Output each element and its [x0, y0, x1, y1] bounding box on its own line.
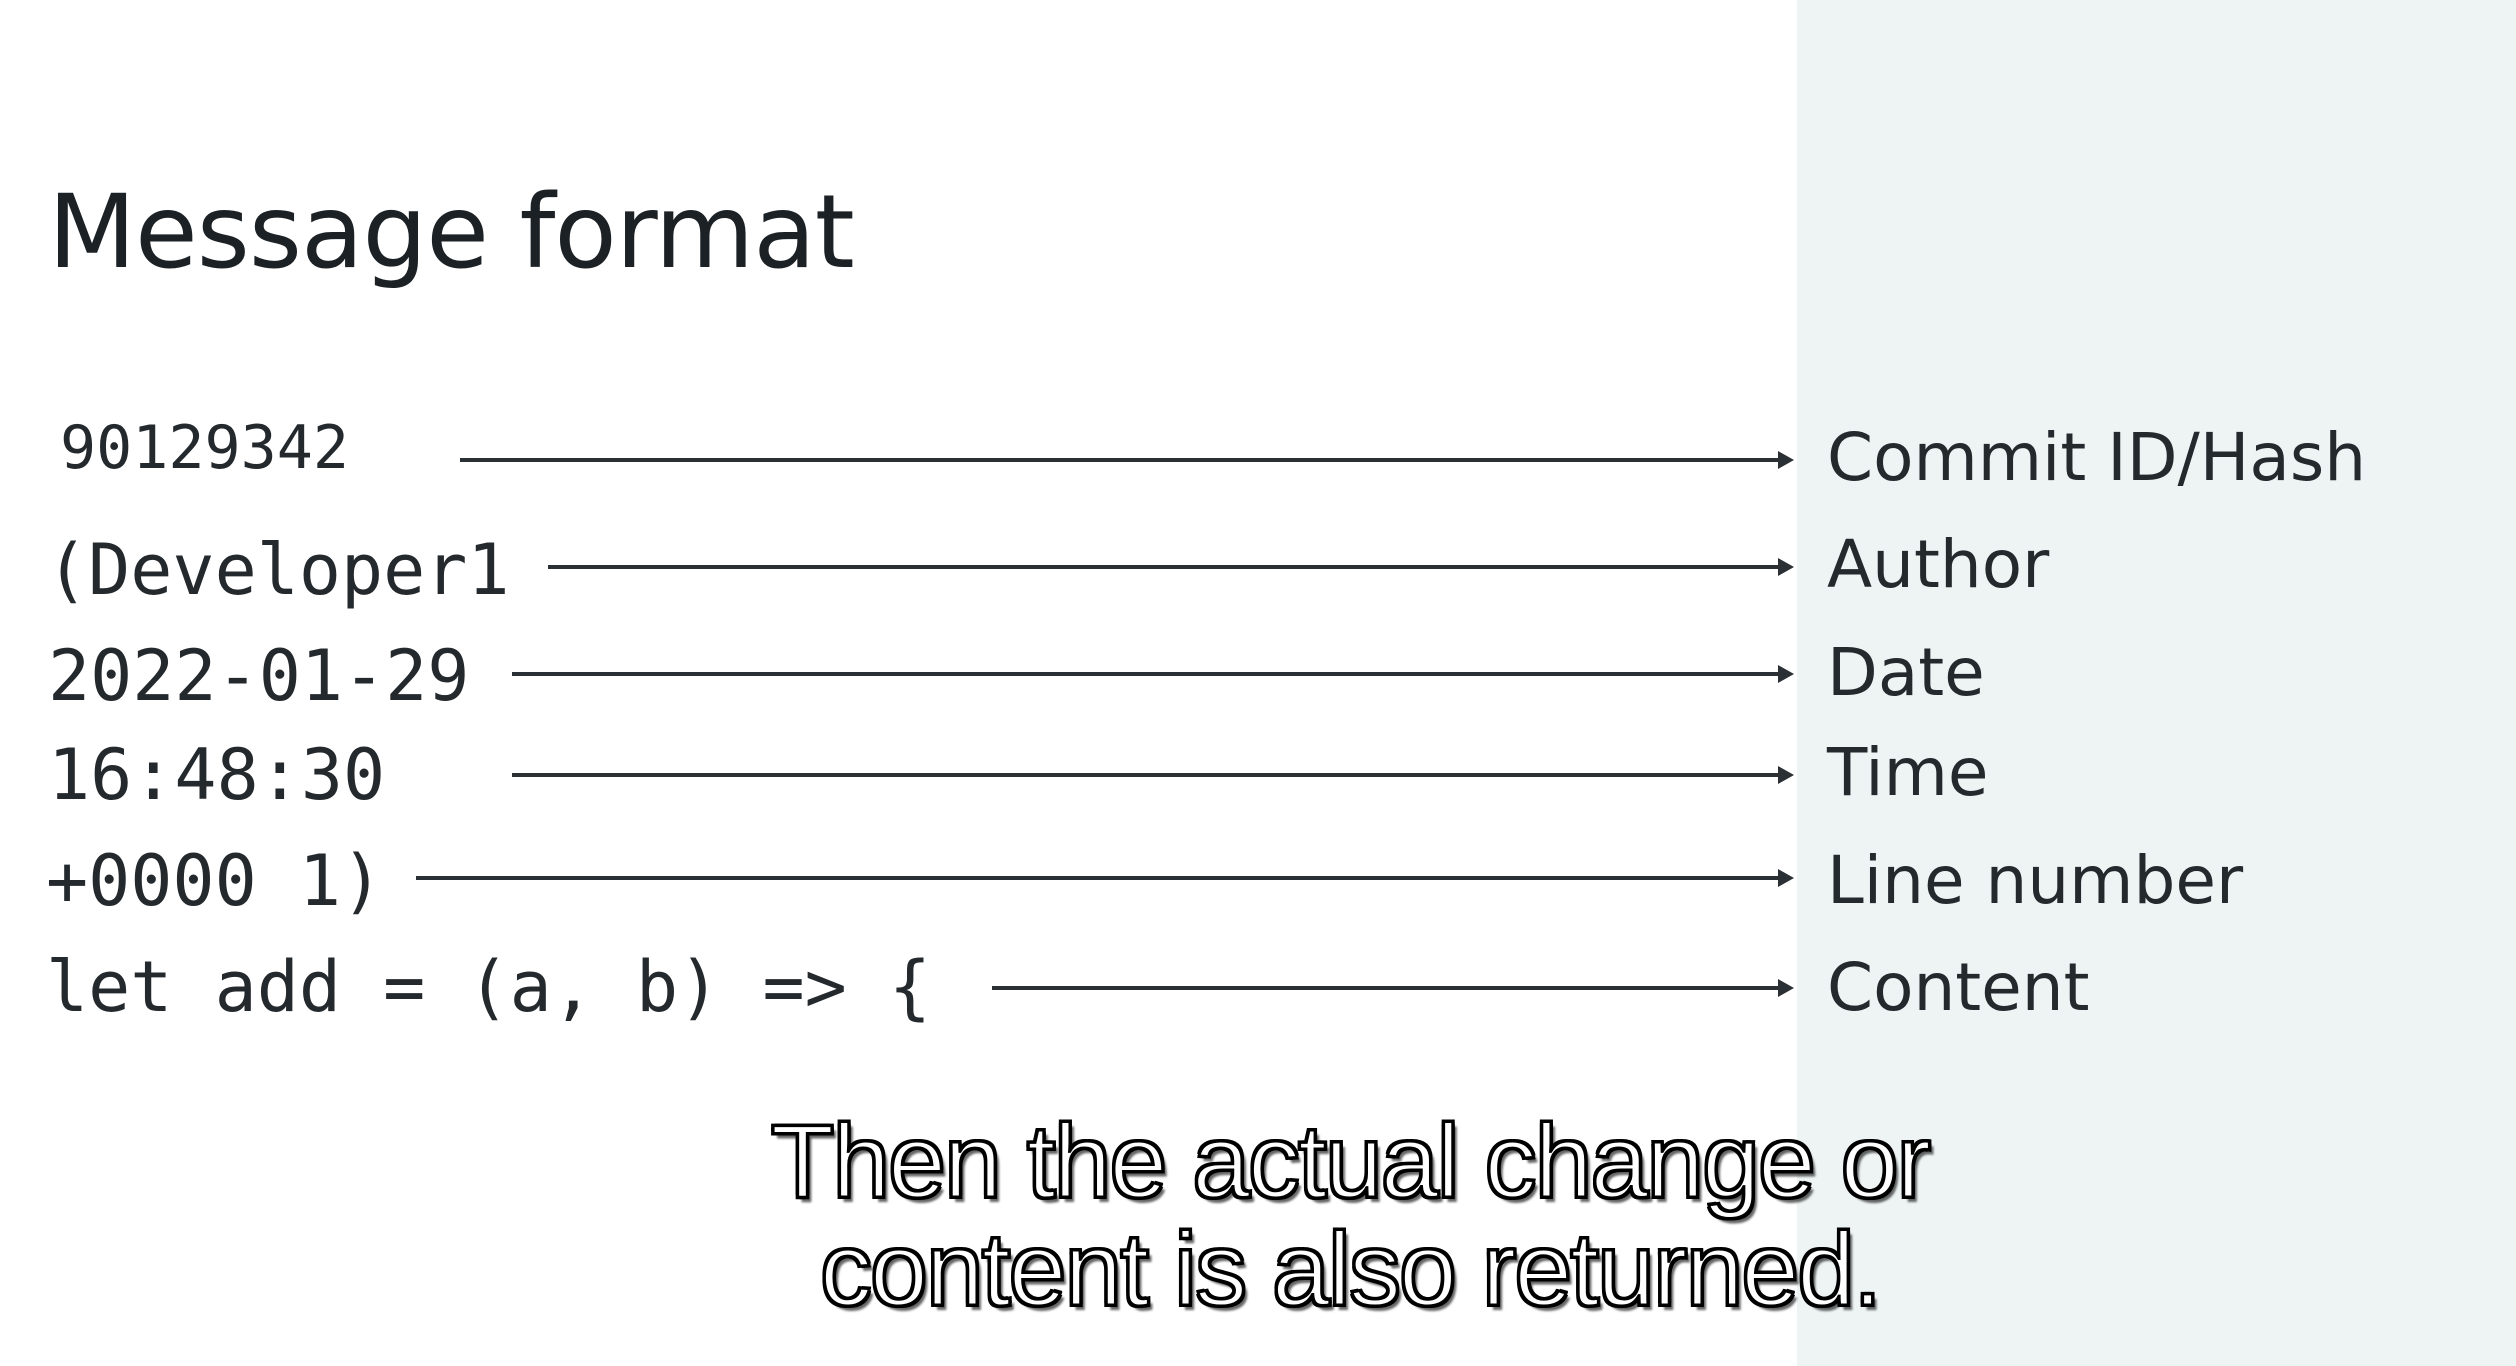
code-date: 2022-01-29	[48, 635, 470, 717]
label-date: Date	[1827, 634, 1985, 711]
label-content: Content	[1827, 949, 2090, 1026]
code-commit-hash: 90129342	[60, 413, 349, 483]
slide-title: Message format	[48, 173, 855, 292]
video-caption: Then the actual change or content is als…	[0, 1104, 2516, 1329]
label-commit-hash: Commit ID/Hash	[1827, 419, 2367, 496]
arrow-commit-hash	[460, 451, 1794, 469]
label-line-number: Line number	[1827, 842, 2244, 919]
code-line-number: +0000 1)	[46, 840, 384, 922]
code-author: (Developer1	[46, 529, 510, 611]
arrow-time	[512, 766, 1794, 784]
right-panel	[1797, 0, 2516, 1366]
label-time: Time	[1827, 734, 1989, 811]
arrow-author	[548, 558, 1794, 576]
arrow-content	[992, 979, 1794, 997]
label-author: Author	[1827, 526, 2050, 603]
arrow-date	[512, 665, 1794, 683]
arrow-line-number	[416, 869, 1794, 887]
code-content: let add = (a, b) => {	[46, 946, 932, 1028]
caption-line-2: content is also returned.	[819, 1212, 1884, 1329]
caption-line-1: Then the actual change or	[769, 1104, 1932, 1220]
code-time: 16:48:30	[48, 734, 386, 816]
